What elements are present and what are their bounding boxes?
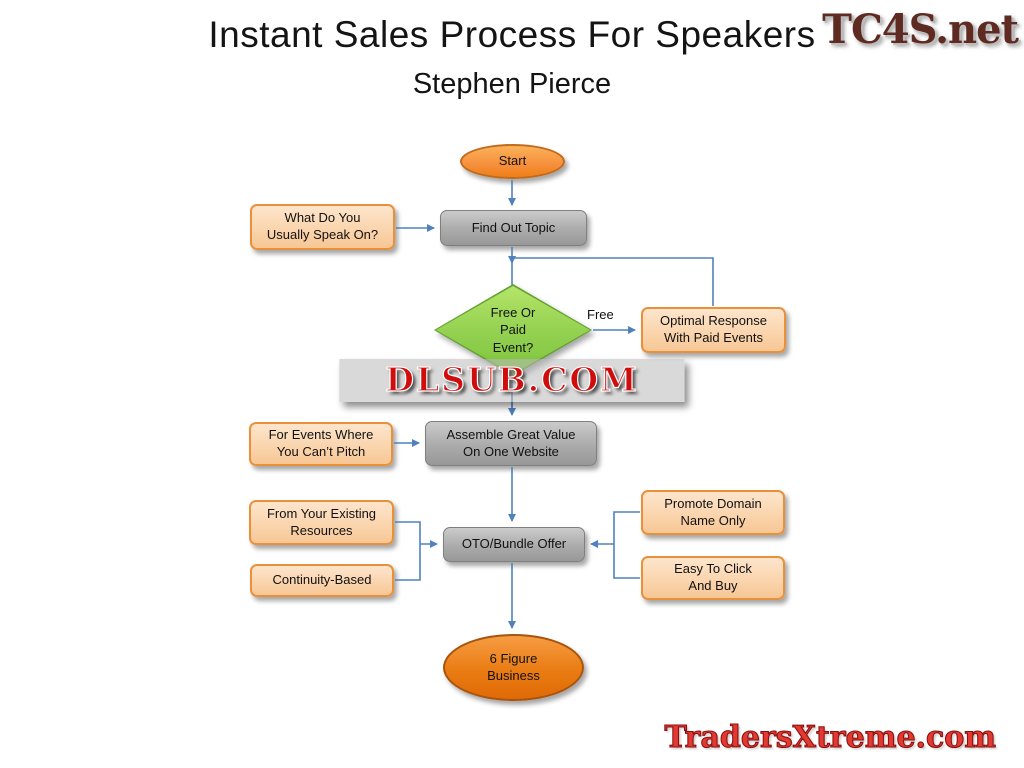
callout-what-do-you-speak-on: What Do You Usually Speak On?	[250, 204, 395, 250]
process-oto-bundle-offer: OTO/Bundle Offer	[443, 527, 585, 562]
callout-easy-to-click: Easy To Click And Buy	[641, 556, 785, 600]
process-assemble-value: Assemble Great Value On One Website	[425, 421, 597, 466]
callout-continuity-based: Continuity-Based	[250, 564, 394, 597]
callout-existing-resources: From Your Existing Resources	[249, 500, 394, 545]
process-find-out-topic: Find Out Topic	[440, 210, 587, 246]
start-node: Start	[460, 144, 565, 179]
watermark-tc4s: TC4S.net	[822, 6, 1019, 53]
page-title: Instant Sales Process For Speakers	[208, 14, 816, 55]
watermark-dlsub: DLSUB.COM	[339, 359, 685, 402]
edge-label-free: Free	[587, 307, 614, 322]
callout-promote-domain: Promote Domain Name Only	[641, 490, 785, 535]
callout-optimal-response: Optimal Response With Paid Events	[641, 307, 786, 353]
page-subtitle: Stephen Pierce	[412, 68, 612, 100]
end-node-six-figure: 6 Figure Business	[443, 634, 584, 701]
callout-cant-pitch: For Events Where You Can’t Pitch	[249, 422, 393, 466]
watermark-tradersxtreme: TradersXtreme.com	[664, 719, 997, 755]
